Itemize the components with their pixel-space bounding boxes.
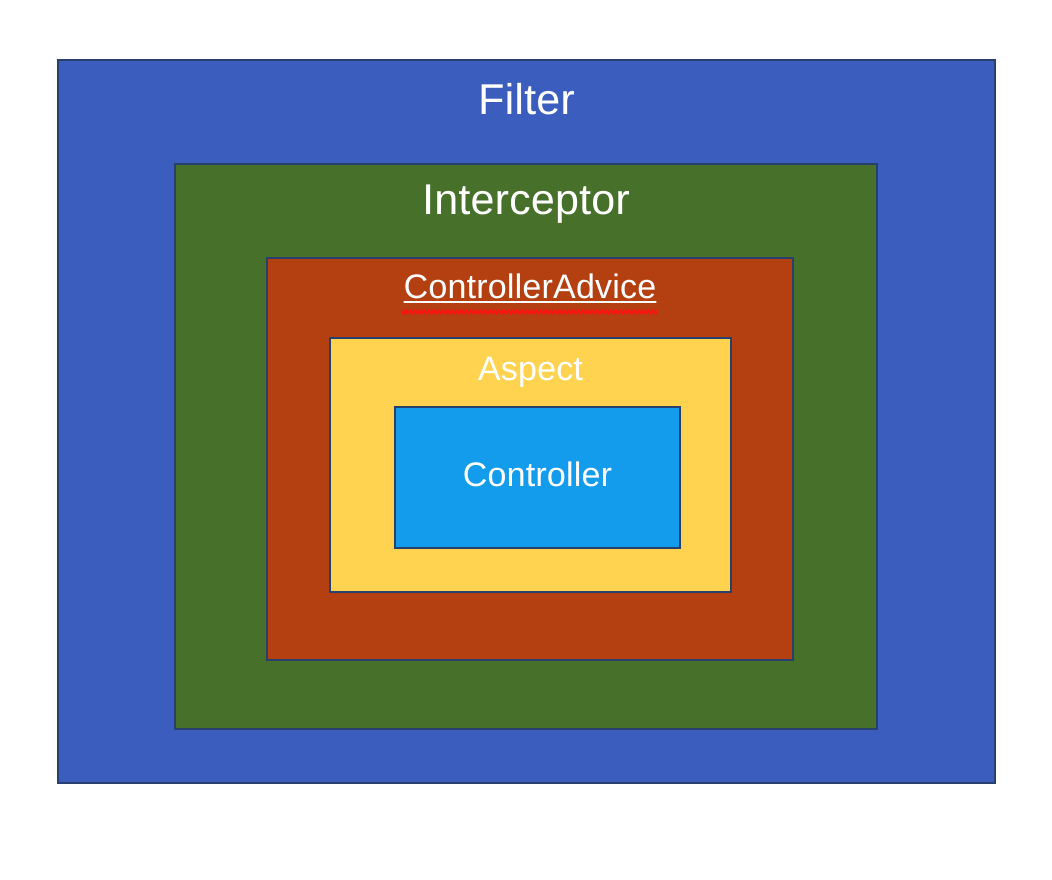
layer-box-controller[interactable]: Controller [394, 406, 681, 549]
layer-label-controller: Controller [462, 456, 613, 494]
layer-label-interceptor: Interceptor [422, 176, 630, 224]
layer-box-aspect[interactable]: Aspect Controller [329, 337, 732, 593]
layer-label-controlleradvice: ControllerAdvice [401, 268, 658, 315]
layer-box-controlleradvice[interactable]: ControllerAdvice Aspect Controller [266, 257, 794, 661]
layer-box-filter[interactable]: Filter Interceptor ControllerAdvice Aspe… [57, 59, 996, 784]
layer-label-controlleradvice-wrapper: ControllerAdvice [268, 259, 792, 315]
layer-label-aspect: Aspect [477, 350, 584, 388]
layer-label-filter: Filter [478, 76, 575, 124]
layer-box-interceptor[interactable]: Interceptor ControllerAdvice Aspect Cont… [174, 163, 878, 730]
